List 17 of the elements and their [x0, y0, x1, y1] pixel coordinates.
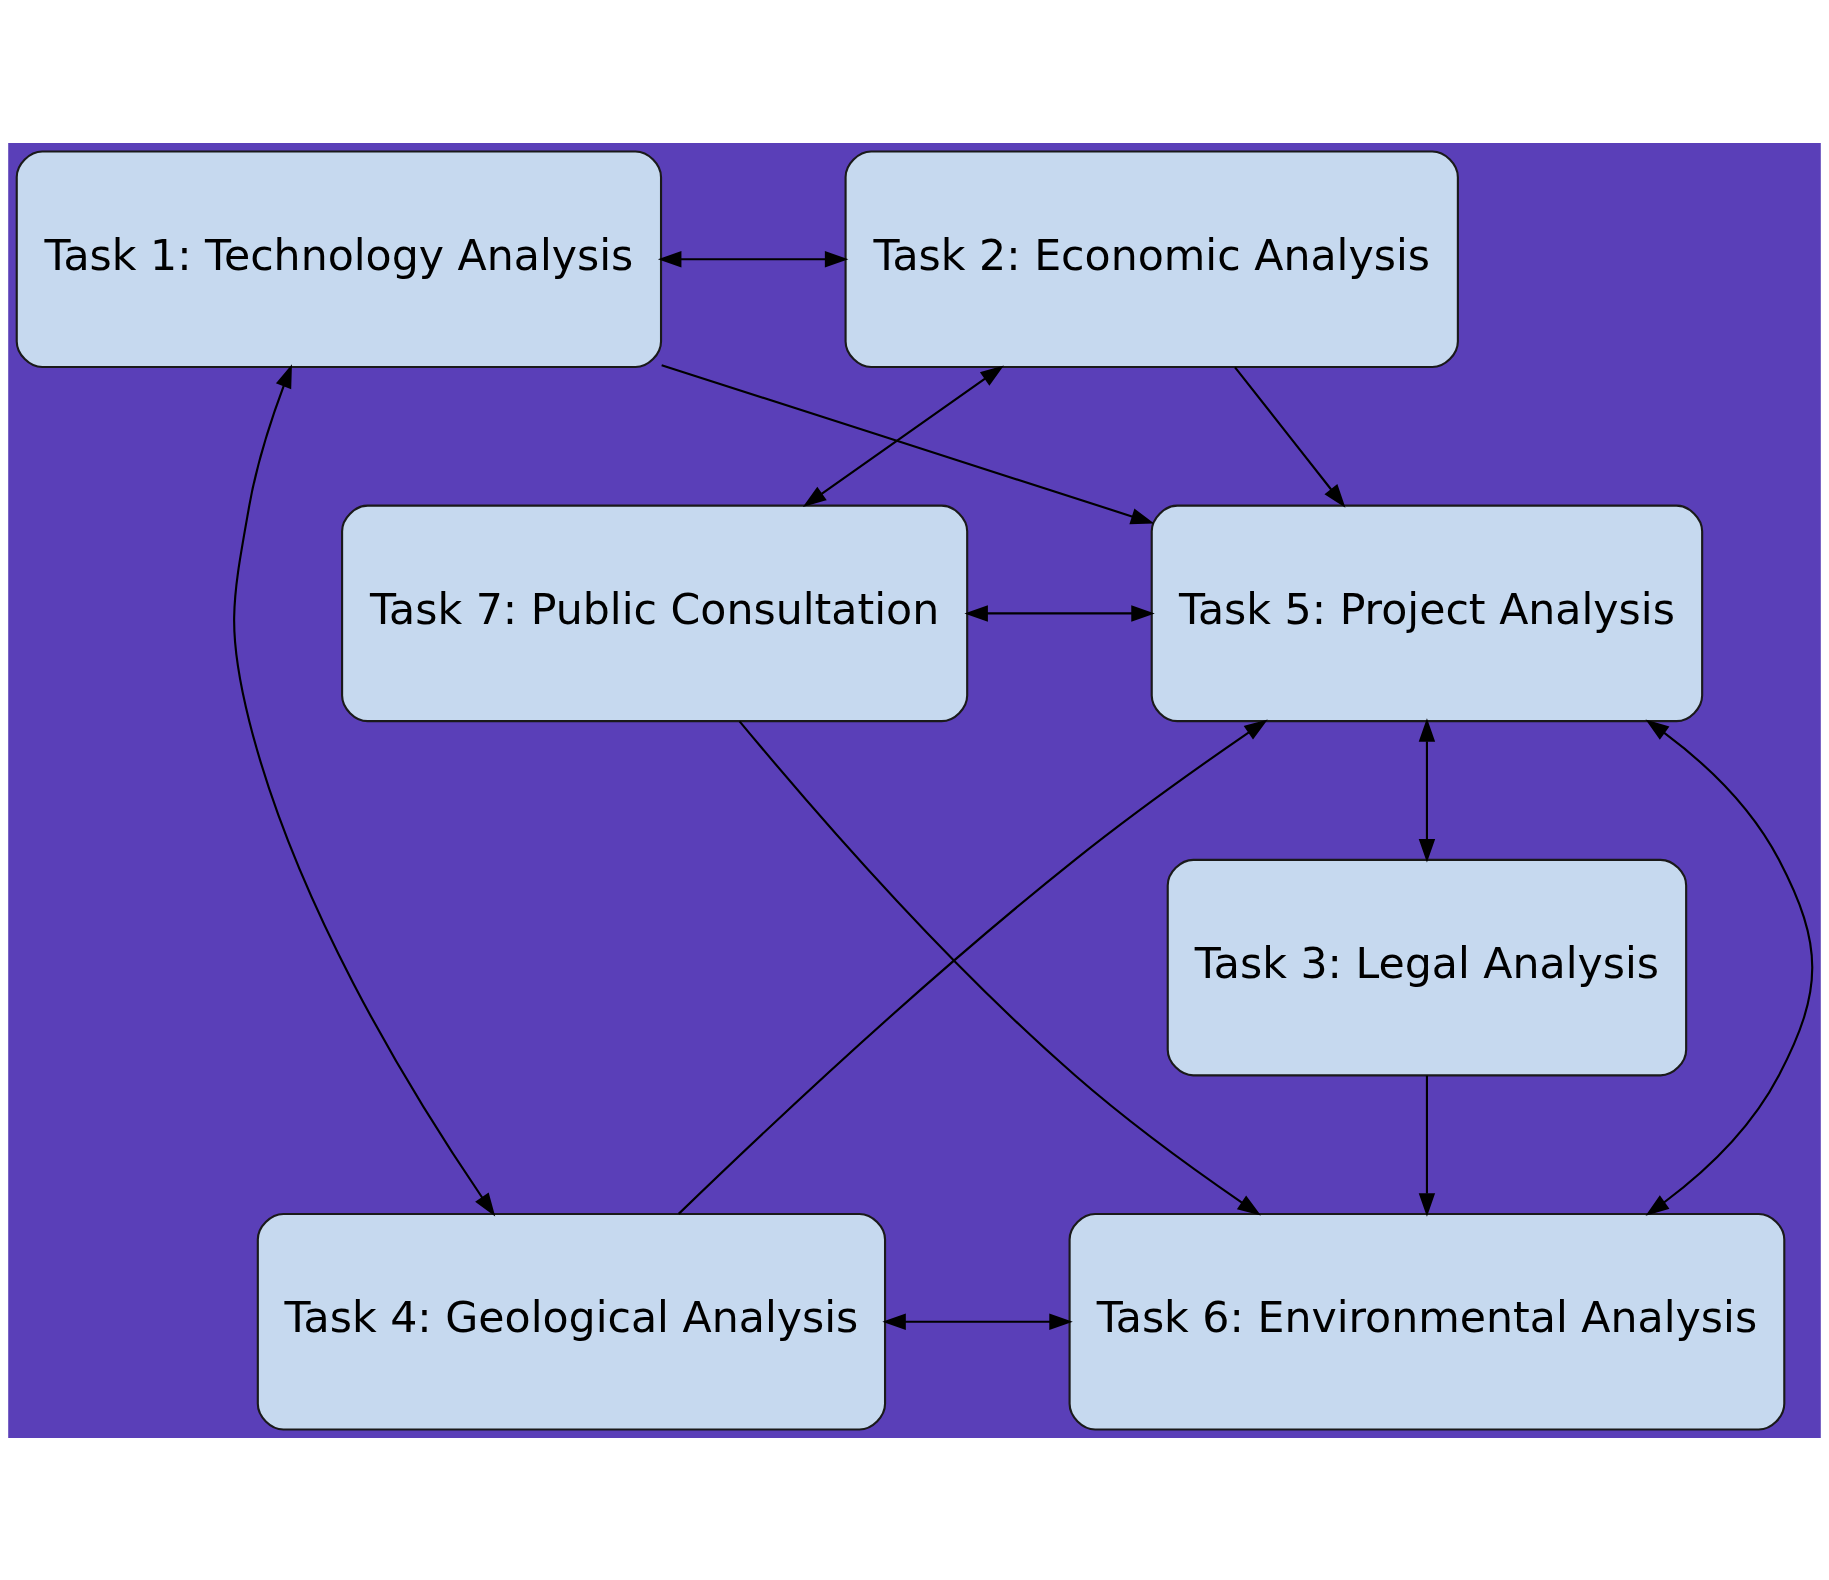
arrow: [802, 364, 1004, 507]
arrow: [1418, 717, 1436, 862]
arrow: [1418, 1075, 1436, 1217]
arrow: [233, 363, 496, 1217]
node-box: Task 2: Economic Analysis: [844, 149, 1459, 368]
arrow: [1234, 366, 1346, 508]
arrow: [1645, 718, 1814, 1216]
node-box: Task 6: Environmental Analysis: [1068, 1212, 1786, 1431]
node-box: Task 5: Project Analysis: [1150, 504, 1704, 722]
node-box: Task 1: Technology Analysis: [15, 149, 663, 368]
arrow: [882, 1313, 1073, 1330]
node-box: Task 3: Legal Analysis: [1166, 858, 1688, 1076]
arrow: [964, 604, 1155, 622]
arrow: [661, 363, 1155, 524]
arrow: [657, 250, 849, 267]
node-box: Task 7: Public Consultation: [341, 504, 969, 722]
node-box: Task 4: Geological Analysis: [256, 1212, 887, 1431]
